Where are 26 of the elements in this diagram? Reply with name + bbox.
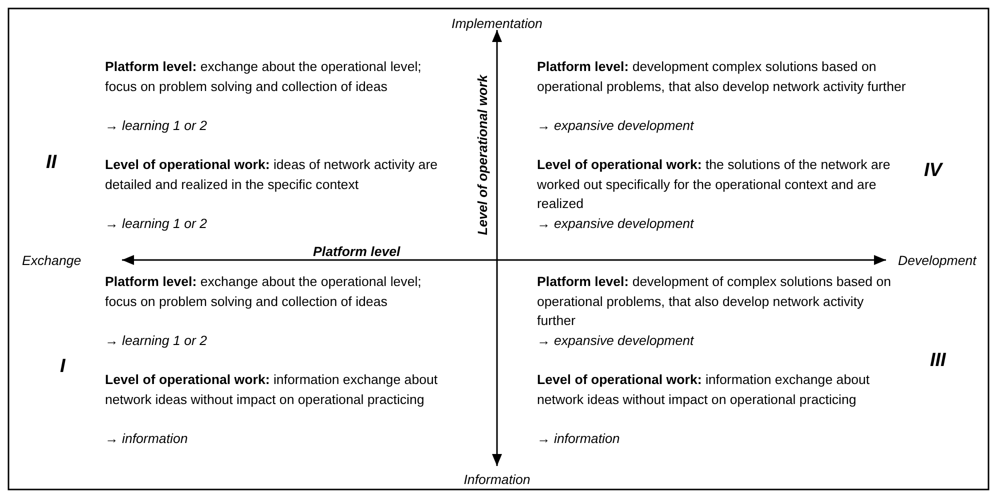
outcome-text: → learning 1 or 2 [105,116,207,135]
outcome-text: → expansive development [537,214,694,233]
outcome-text: → information [537,430,620,448]
description-text: Level of operational work: information exchange about network ideas without impact on operational practicing [537,371,871,409]
axis-title: Platform level [313,244,400,260]
description-text: Platform level: exchange about the operational level; focus on problem solving and collection of ideas [105,58,422,96]
quadrant-numeral: I [60,356,66,378]
description-text: Level of operational work: information exchange about network ideas without impact on operational practicing [105,371,439,409]
outcome-text: → expansive development [537,332,694,350]
quadrant-numeral: IV [924,160,942,182]
description-text: Platform level: development of complex solutions based on operational problems, that also develop network activity further [537,273,892,330]
outcome-text: → expansive development [537,116,694,135]
quadrant-numeral: II [46,152,57,174]
outcome-text: → information [105,430,188,448]
description-text: Platform level: exchange about the operational level; focus on problem solving and collection of ideas [105,273,422,311]
axis-end-label: Exchange [22,252,82,270]
axis-end-label: Implementation [450,15,544,33]
axis-end-label: Development [898,252,976,270]
axis-title: Level of operational work [475,74,491,236]
axis-end-label: Information [462,471,532,489]
outcome-text: → learning 1 or 2 [105,214,207,233]
quadrant-numeral: III [930,350,946,372]
description-text: Level of operational work: ideas of network activity are detailed and realized in the specific context [105,156,439,194]
description-text: Platform level: development complex solutions based on operational problems, that also develop network activity further [537,58,907,96]
outcome-text: → learning 1 or 2 [105,332,207,350]
description-text: Level of operational work: the solutions of the network are worked out specifically for the operational context and are realized [537,156,892,213]
